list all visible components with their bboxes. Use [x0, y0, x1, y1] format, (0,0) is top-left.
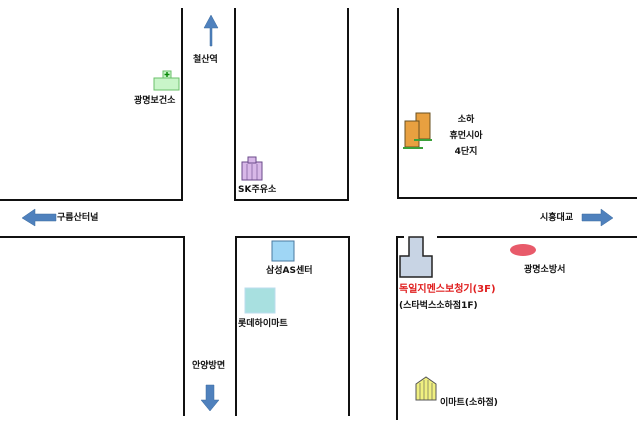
label-fire-station: 광명소방서	[524, 265, 566, 275]
block-top-right	[397, 8, 637, 199]
lotte-building-icon	[244, 287, 276, 314]
label-south: 안양방면	[192, 361, 226, 371]
label-destination: 독일지멘스보청기(3F)	[399, 284, 496, 295]
samsung-building-icon	[271, 240, 295, 262]
hospital-icon	[153, 70, 180, 91]
label-apartment: 소하 휴먼시아 4단지	[438, 112, 494, 160]
arrow-right-icon	[581, 208, 614, 227]
label-destination-sub: (스타벅스소하점1F)	[399, 301, 478, 311]
block-top-left	[0, 8, 183, 201]
arrow-left-icon	[21, 208, 57, 227]
block-bottom-left	[0, 236, 185, 416]
destination-building-icon	[399, 236, 433, 278]
block-top-middle	[234, 8, 349, 201]
label-emart: 이마트(소하점)	[440, 398, 498, 408]
label-west: 구름산터널	[57, 213, 99, 223]
apartment-line: 휴먼시아	[449, 131, 483, 141]
apartment-line: 4단지	[454, 147, 478, 157]
arrow-up-icon	[203, 14, 219, 47]
apartment-icon	[403, 112, 432, 149]
fire-station-icon	[510, 244, 536, 256]
emart-building-icon	[415, 376, 437, 401]
label-samsung: 삼성AS센터	[266, 266, 313, 276]
label-north: 철산역	[193, 55, 218, 65]
label-lotte: 롯데하이마트	[238, 319, 288, 329]
apartment-line: 소하	[457, 115, 475, 125]
label-health-center: 광명보건소	[134, 96, 176, 106]
label-east: 시흥대교	[540, 213, 574, 223]
gas-station-icon	[241, 156, 263, 181]
block-bottom-right	[396, 236, 404, 420]
arrow-down-icon	[200, 384, 220, 412]
block-bottom-middle	[235, 236, 350, 416]
label-gas-station: SK주유소	[238, 185, 277, 195]
